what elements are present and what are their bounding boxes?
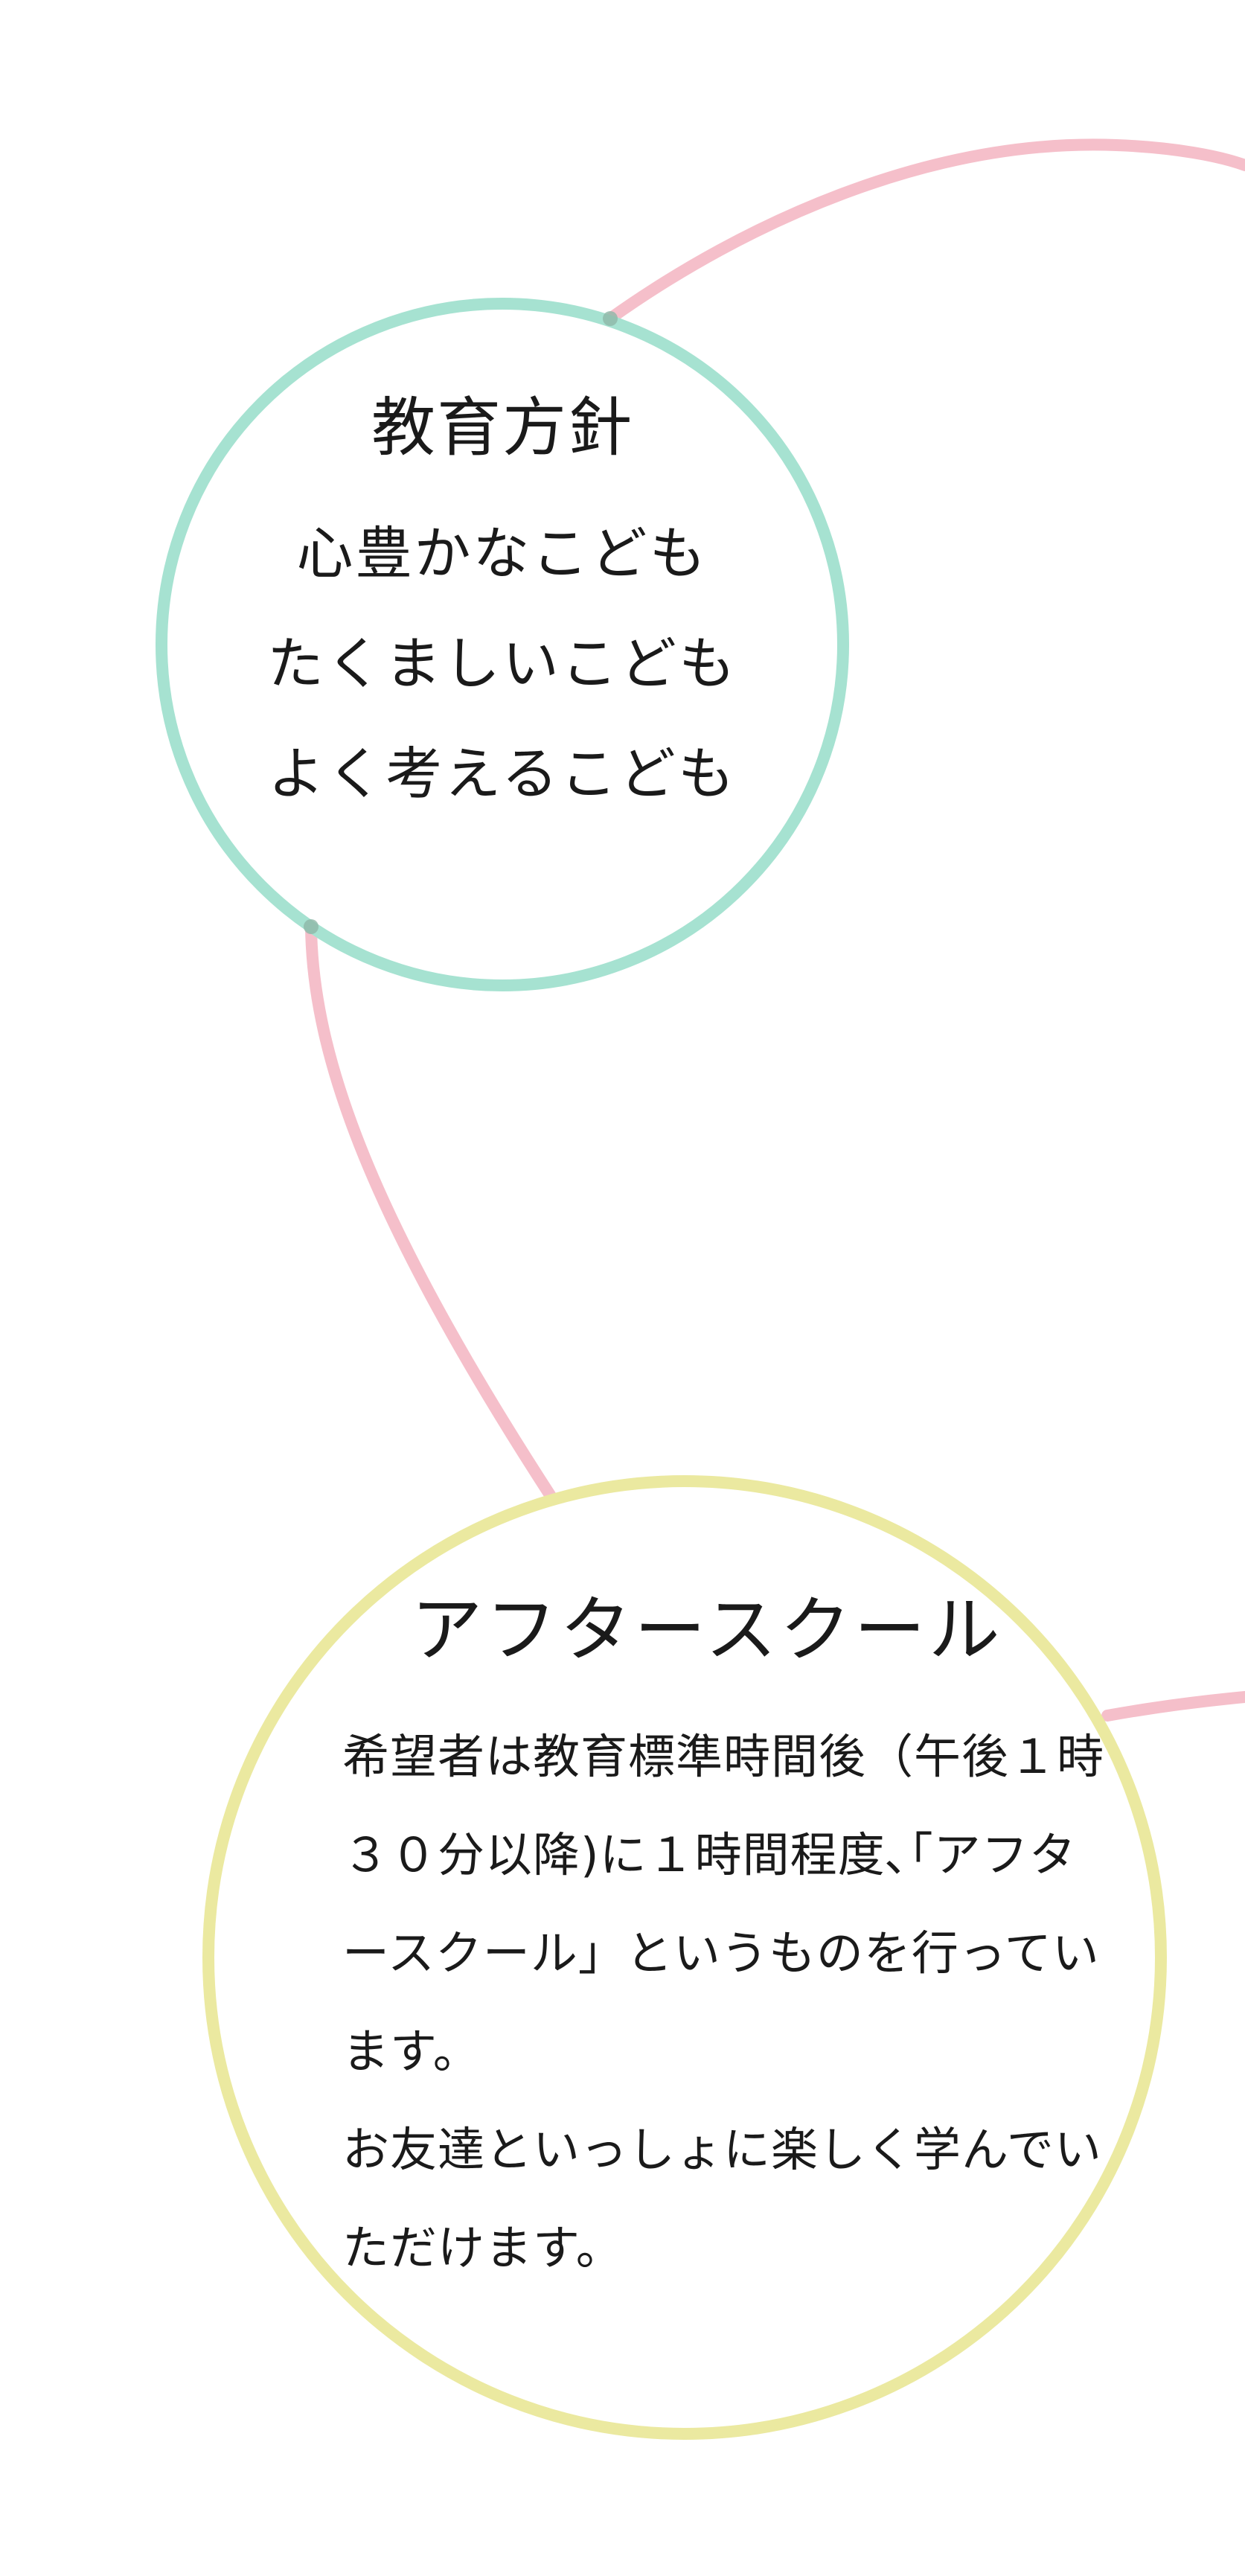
connector-arc-middle xyxy=(305,921,557,1502)
education-policy-title: 教育方針 xyxy=(371,391,633,465)
policy-circle-ring xyxy=(156,298,849,991)
connector-junction-dot xyxy=(603,311,618,326)
connector-arc-right xyxy=(1101,1691,1245,1722)
policy-line-3: よく考えるこども xyxy=(268,741,737,807)
policy-line-2: たくましいこども xyxy=(267,630,737,697)
after-school-paragraph-2: お友達といっしょに楽しく学んでいただけます。 xyxy=(342,2123,1102,2275)
connector-arc-top xyxy=(604,138,1245,325)
policy-line-1: 心豊かなこども xyxy=(296,520,708,587)
connector-junction-dot xyxy=(304,919,319,934)
education-policy-section: 教育方針 心豊かなこども たくましいこども よく考えるこども xyxy=(160,387,845,829)
after-school-title: アフタースクール xyxy=(411,1588,1003,1672)
after-school-circle-ring xyxy=(202,1475,1167,2440)
after-school-description: 希望者は教育標準時間後（午後１時３０分以降)に１時間程度､｢アフタースクール」と… xyxy=(342,1708,1109,2298)
after-school-paragraph-1: 希望者は教育標準時間後（午後１時３０分以降)に１時間程度､｢アフタースクール」と… xyxy=(342,1730,1104,2079)
after-school-section: アフタースクール 希望者は教育標準時間後（午後１時３０分以降)に１時間程度､｢ア… xyxy=(283,1582,1131,2298)
